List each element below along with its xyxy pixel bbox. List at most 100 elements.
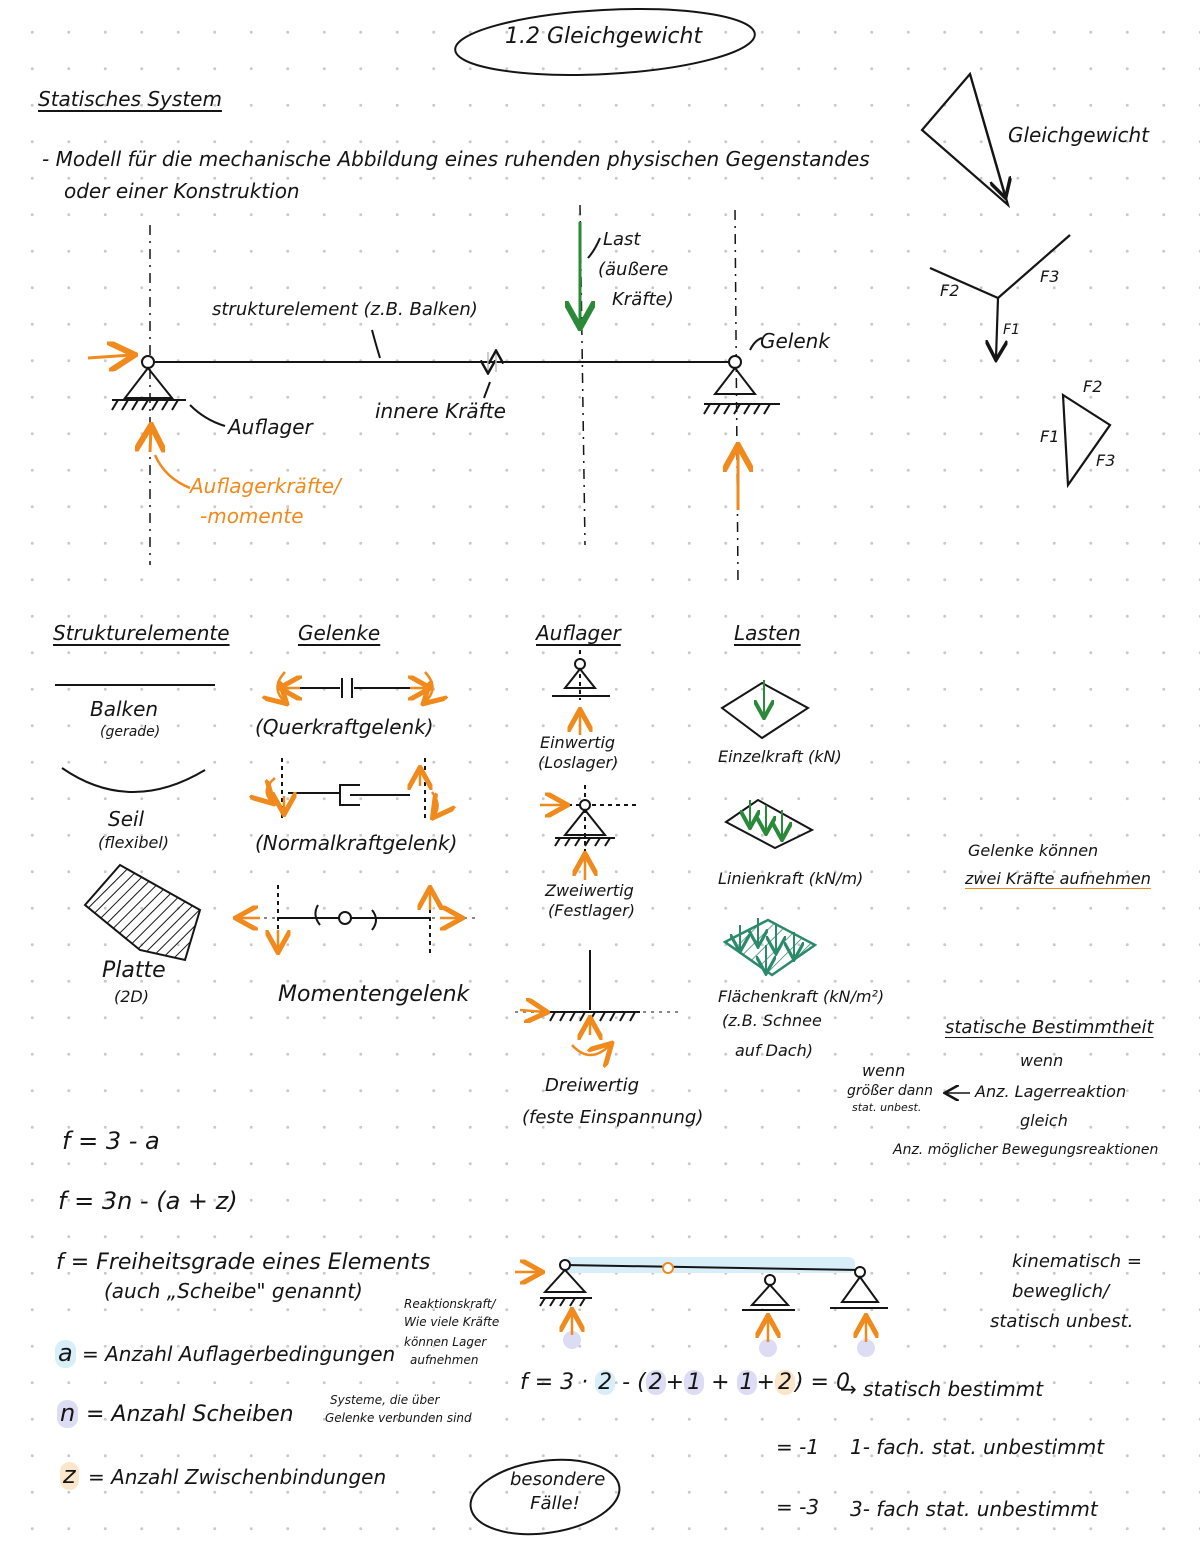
shear-hinge-arrows [278,671,433,702]
n-note-1: Systeme, die über [330,1393,440,1407]
force-f3: F3 [1040,267,1060,286]
load-label-3: Kräfte) [612,289,674,310]
system-heading: Statisches System [38,87,222,111]
tri-force-f1: F1 [1040,427,1060,446]
det-side-3: stat. unbest. [852,1101,922,1114]
support-arrows [519,712,610,1055]
moment-hinge-drawing [240,885,480,955]
result-3-value: = -3 [776,1495,820,1519]
force-f1: F1 [1003,322,1020,338]
formula-3-line-1: f = Freiheitsgrade eines Elements [56,1250,431,1275]
calc-prefix: f = 3 · [520,1370,589,1395]
joints-note-2: zwei Kräfte aufnehmen [965,869,1151,888]
plate-drawing [83,863,202,962]
example-system-drawing [539,1259,888,1311]
force-f2: F2 [940,281,960,300]
reaction-leader [153,454,191,490]
left-vertical-reaction-arrow [150,428,151,452]
load-drawings [720,680,818,977]
reaction-note-1: Reaktionskraft/ [404,1297,496,1311]
load-surface: Flächenkraft (kN/m²) [718,987,885,1006]
support-single: Einwertig [540,733,616,752]
horizontal-reaction-arrow [87,355,132,358]
calc-plus3: + [756,1370,775,1395]
element-rope: Seil [108,807,145,831]
support-single-note: (Loslager) [538,753,619,772]
result-1: → statisch bestimmt [840,1377,1044,1401]
reaction-note-4: aufnehmen [410,1353,479,1367]
reaction-note-3: können Lager [404,1335,487,1349]
n-note-2: Gelenke verbunden sind [325,1411,472,1425]
definition-n: = Anzahl Scheiben [86,1402,294,1427]
symbol-n: n [57,1399,79,1428]
shear-hinge-drawing [285,678,425,698]
special-cases-oval [469,1458,621,1536]
symbol-a: a [55,1339,76,1368]
equilibrium-label: Gleichgewicht [1008,123,1150,147]
support-triple: Dreiwertig [545,1075,640,1096]
inner-forces-label: innere Kräfte [375,399,506,423]
support-label: Auflager [228,415,313,439]
equilibrium-sketches [920,71,1112,489]
system-definition-2: oder einer Konstruktion [64,179,300,203]
det-side-2: größer dann [847,1083,934,1099]
result-2-text: 1- fach. stat. unbestimmt [850,1435,1105,1459]
support-double-note: (Festlager) [548,901,635,920]
calc-plus2: + [711,1370,730,1395]
load-surface-note-2: auf Dach) [735,1041,813,1060]
det-side-1: wenn [862,1061,906,1080]
load-surface-note-1: (z.B. Schnee [722,1011,822,1030]
moment-hinge-arrows [238,890,460,950]
calc-plus1: + [665,1370,685,1395]
det-anz-lager: Anz. Lagerreaktion [975,1082,1127,1101]
element-rope-note: (flexibel) [98,833,170,852]
result-3-text: 3- fach stat. unbestimmt [850,1497,1098,1521]
kinematic-3: statisch unbest. [990,1311,1134,1332]
calc-a2: 1 [684,1370,705,1395]
definition-a: = Anzahl Auflagerbedingungen [82,1342,396,1366]
element-beam: Balken [90,697,159,721]
reaction-note-2: Wie viele Kräfte [404,1315,500,1329]
determinacy-heading: statische Bestimmtheit [945,1017,1154,1038]
reaction-label-1: Auflagerkräfte/ [190,474,341,498]
inner-force-marks [488,352,496,372]
hinges-heading: Gelenke [298,621,381,645]
calc-mid: - ( [622,1370,646,1395]
support-drawings [515,650,680,1022]
calc-n: 2 [595,1370,616,1395]
element-plate: Platte [102,958,166,983]
hinge-shear: (Querkraftgelenk) [255,715,434,739]
tri-force-f3: F3 [1096,451,1116,470]
formula-1: f = 3 - a [62,1127,160,1155]
calc-end: ) = 0 [794,1370,850,1395]
support-double: Zweiwertig [545,881,634,900]
joints-note-1: Gelenke können [968,841,1099,860]
kinematic-2: beweglich/ [1012,1281,1110,1302]
special-cases-1: besondere [510,1469,606,1490]
beam-label: strukturelement (z.B. Balken) [212,299,478,320]
calc-a1: 2 [645,1370,666,1395]
load-point: Einzelkraft (kN) [718,747,842,766]
calc-z: 2 [774,1370,795,1395]
reaction-label-2: -momente [200,504,304,528]
elements-heading: Strukturelemente [53,621,230,645]
hinge-moment: Momentengelenk [278,982,470,1007]
normal-hinge-arrows [267,770,438,816]
det-anz-bewegung: Anz. möglicher Bewegungsreaktionen [893,1142,1159,1158]
calc-a3: 1 [736,1370,757,1395]
special-cases-2: Fälle! [530,1493,580,1514]
loads-heading: Lasten [734,621,801,645]
load-label-1: Last [603,229,641,250]
hinge-normal: (Normalkraftgelenk) [255,831,458,855]
element-plate-note: (2D) [114,987,149,1006]
normal-hinge-drawing [281,758,426,822]
result-2-value: = -1 [776,1435,820,1459]
symbol-z: z [60,1461,79,1490]
supports-heading: Auflager [536,621,621,645]
title-oval [454,8,756,76]
example-reaction-arrows [515,1272,866,1342]
calculation: f = 3 · 2 - (2+1 + 1+2) = 0 [520,1370,850,1395]
formula-3-line-2: (auch „Scheibe" genannt) [104,1279,363,1303]
det-gleich: gleich [1020,1111,1068,1130]
